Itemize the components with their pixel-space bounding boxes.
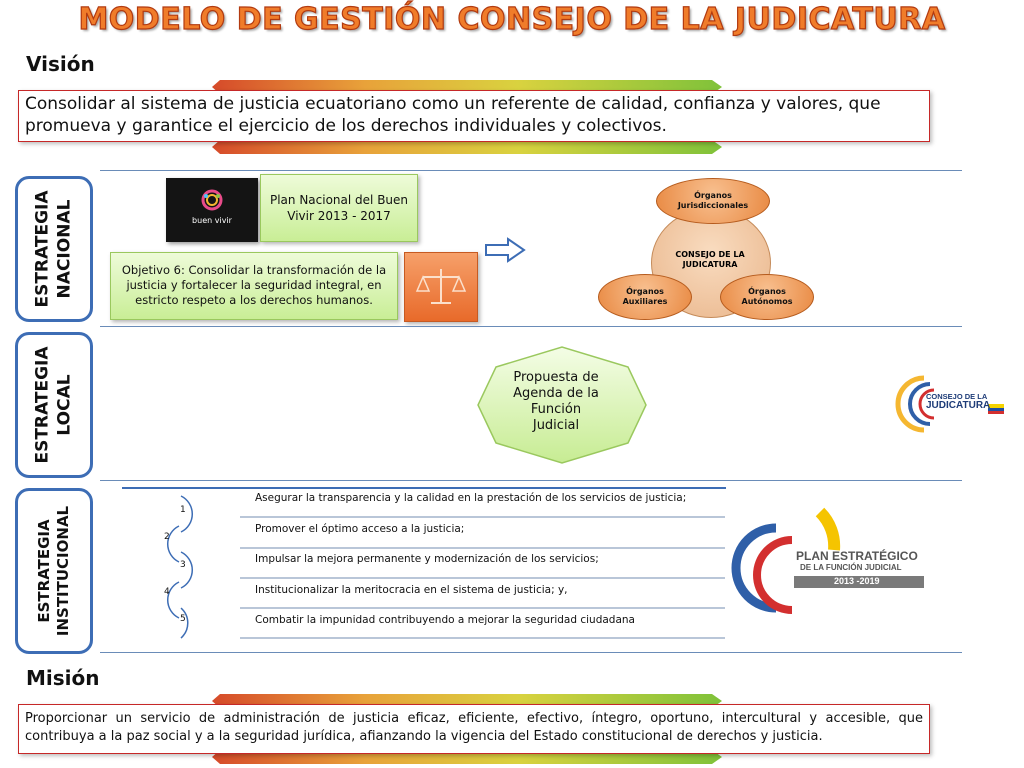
item-number: 2 bbox=[164, 532, 170, 542]
item-divider bbox=[240, 516, 725, 518]
divider bbox=[100, 652, 962, 653]
item-divider bbox=[240, 577, 725, 579]
objetivo-box: Objetivo 6: Consolidar la transformación… bbox=[110, 252, 398, 320]
vision-label: Visión bbox=[26, 52, 95, 76]
item-number: 3 bbox=[180, 560, 186, 570]
list-item: Asegurar la transparencia y la calidad e… bbox=[255, 492, 686, 504]
plan-logo-line2: DE LA FUNCIÓN JUDICIAL bbox=[800, 563, 901, 572]
vision-banner-bottom bbox=[212, 140, 722, 154]
institucional-top-rule bbox=[122, 487, 726, 489]
item-divider bbox=[240, 607, 725, 609]
divider bbox=[100, 326, 962, 327]
scales-of-justice-icon bbox=[404, 252, 478, 322]
consejo-logo-line2: JUDICATURA bbox=[926, 400, 990, 411]
item-divider bbox=[240, 637, 725, 639]
buen-vivir-logo-text: buen vivir bbox=[166, 216, 258, 225]
right-arrow-icon bbox=[484, 237, 526, 268]
divider bbox=[100, 170, 962, 171]
vision-text: Consolidar al sistema de justicia ecuato… bbox=[18, 90, 930, 142]
mision-label: Misión bbox=[26, 666, 100, 690]
page-title: MODELO DE GESTIÓN CONSEJO DE LA JUDICATU… bbox=[0, 2, 1024, 37]
consejo-circle-label: CONSEJO DE LA JUDICATURA bbox=[660, 250, 760, 270]
item-number: 5 bbox=[180, 614, 186, 624]
agenda-hexagon-label: Propuesta de Agenda de la Función Judici… bbox=[508, 370, 604, 434]
organos-autonomos: Órganos Autónomos bbox=[720, 274, 814, 320]
organos-jurisdiccionales: Órganos Jurisdiccionales bbox=[656, 178, 770, 224]
item-divider bbox=[240, 547, 725, 549]
plan-logo-line1: PLAN ESTRATÉGICO bbox=[796, 549, 918, 563]
mision-text: Proporcionar un servicio de administraci… bbox=[18, 704, 930, 754]
plan-nacional-box: Plan Nacional del Buen Vivir 2013 - 2017 bbox=[260, 174, 418, 242]
divider bbox=[100, 480, 962, 481]
item-number: 1 bbox=[180, 505, 186, 515]
list-item: Impulsar la mejora permanente y moderniz… bbox=[255, 553, 599, 565]
list-item: Promover el óptimo acceso a la justicia; bbox=[255, 523, 464, 535]
organos-auxiliares: Órganos Auxiliares bbox=[598, 274, 692, 320]
list-item: Institucionalizar la meritocracia en el … bbox=[255, 584, 568, 596]
plan-logo-years: 2013 -2019 bbox=[834, 576, 880, 586]
buen-vivir-logo: buen vivir bbox=[166, 178, 258, 242]
consejo-judicatura-logo: CONSEJO DE LA JUDICATURA bbox=[890, 372, 1010, 434]
list-item: Combatir la impunidad contribuyendo a me… bbox=[255, 614, 635, 626]
plan-estrategico-logo: PLAN ESTRATÉGICO DE LA FUNCIÓN JUDICIAL … bbox=[730, 500, 930, 620]
item-number: 4 bbox=[164, 587, 170, 597]
